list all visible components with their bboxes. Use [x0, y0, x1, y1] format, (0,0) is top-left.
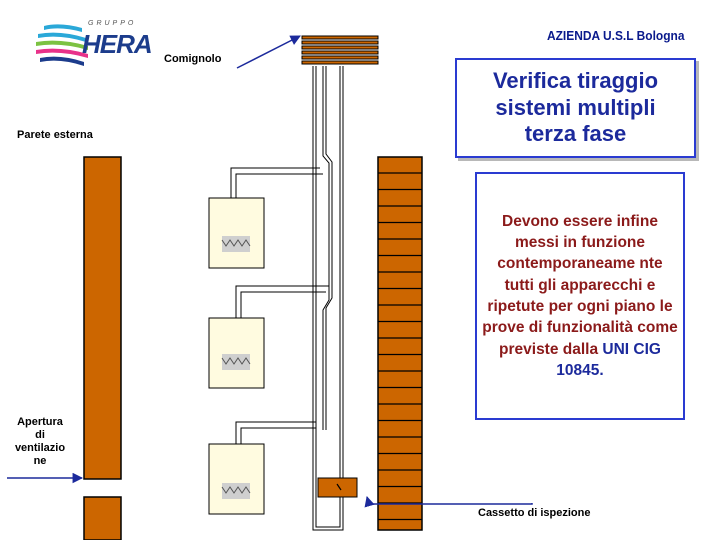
appliance-lower: [208, 443, 265, 515]
company-name: AZIENDA U.S.L Bologna: [546, 28, 684, 43]
description-text: Devono essere infine messi in funzione c…: [481, 211, 679, 381]
slide-title: Verifica tiraggio sistemi multipli terza…: [492, 68, 659, 147]
appliance-middle: [208, 317, 265, 389]
title-box: Verifica tiraggio sistemi multipli terza…: [455, 58, 696, 158]
ventilation-opening-label: Apertura di ventilazio ne: [14, 416, 66, 467]
hera-logo-waves-icon: [36, 24, 88, 66]
flue-duct: [312, 66, 344, 531]
description-body: Devono essere infine messi in funzione c…: [482, 212, 678, 358]
brick-column: [377, 156, 423, 531]
inspection-box: [317, 477, 358, 498]
description-box: Devono essere infine messi in funzione c…: [475, 172, 685, 420]
outer-wall-label: Parete esterna: [17, 129, 93, 141]
label-arrows: [7, 35, 533, 508]
chimney-top-label: Comignolo: [164, 53, 222, 65]
chimney-top: [301, 35, 379, 65]
inspection-box-label: Cassetto di ispezione: [478, 507, 591, 519]
logo-name-text: HERA: [82, 29, 153, 59]
logo-group-text: GRUPPO: [88, 20, 137, 27]
description-standard: UNI CIG 10845.: [556, 340, 661, 379]
outer-wall: [83, 156, 122, 540]
flue-connectors: [230, 167, 329, 444]
hera-logo: GRUPPO HERA: [30, 20, 155, 75]
branch-ducts: [322, 66, 333, 430]
appliance-upper: [208, 197, 265, 269]
